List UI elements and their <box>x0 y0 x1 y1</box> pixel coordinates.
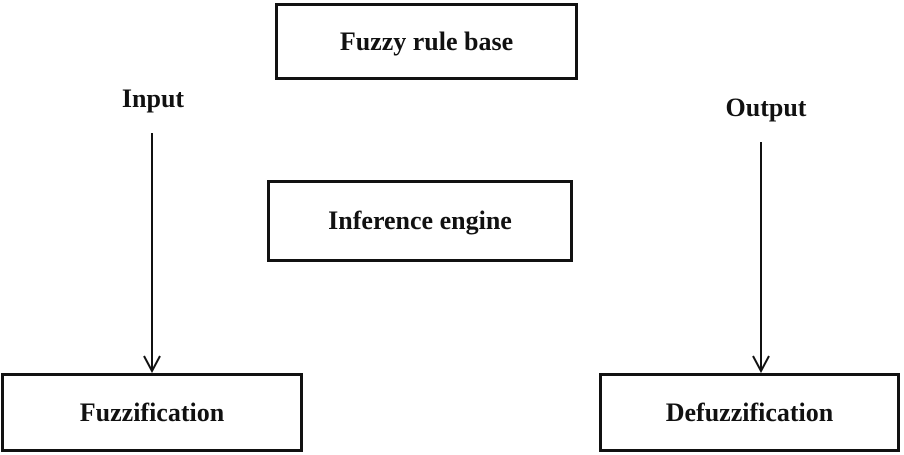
input-arrow-head <box>143 355 161 374</box>
output-arrow-head <box>752 355 770 374</box>
input-arrow <box>143 133 161 374</box>
defuzzification-box: Defuzzification <box>599 373 900 452</box>
output-arrow <box>752 142 770 374</box>
fuzzification-box: Fuzzification <box>1 373 303 452</box>
fuzzy-rule-base-box: Fuzzy rule base <box>275 3 578 80</box>
inference-engine-box: Inference engine <box>267 180 573 262</box>
input-label: Input <box>121 84 185 113</box>
output-label: Output <box>725 93 807 122</box>
